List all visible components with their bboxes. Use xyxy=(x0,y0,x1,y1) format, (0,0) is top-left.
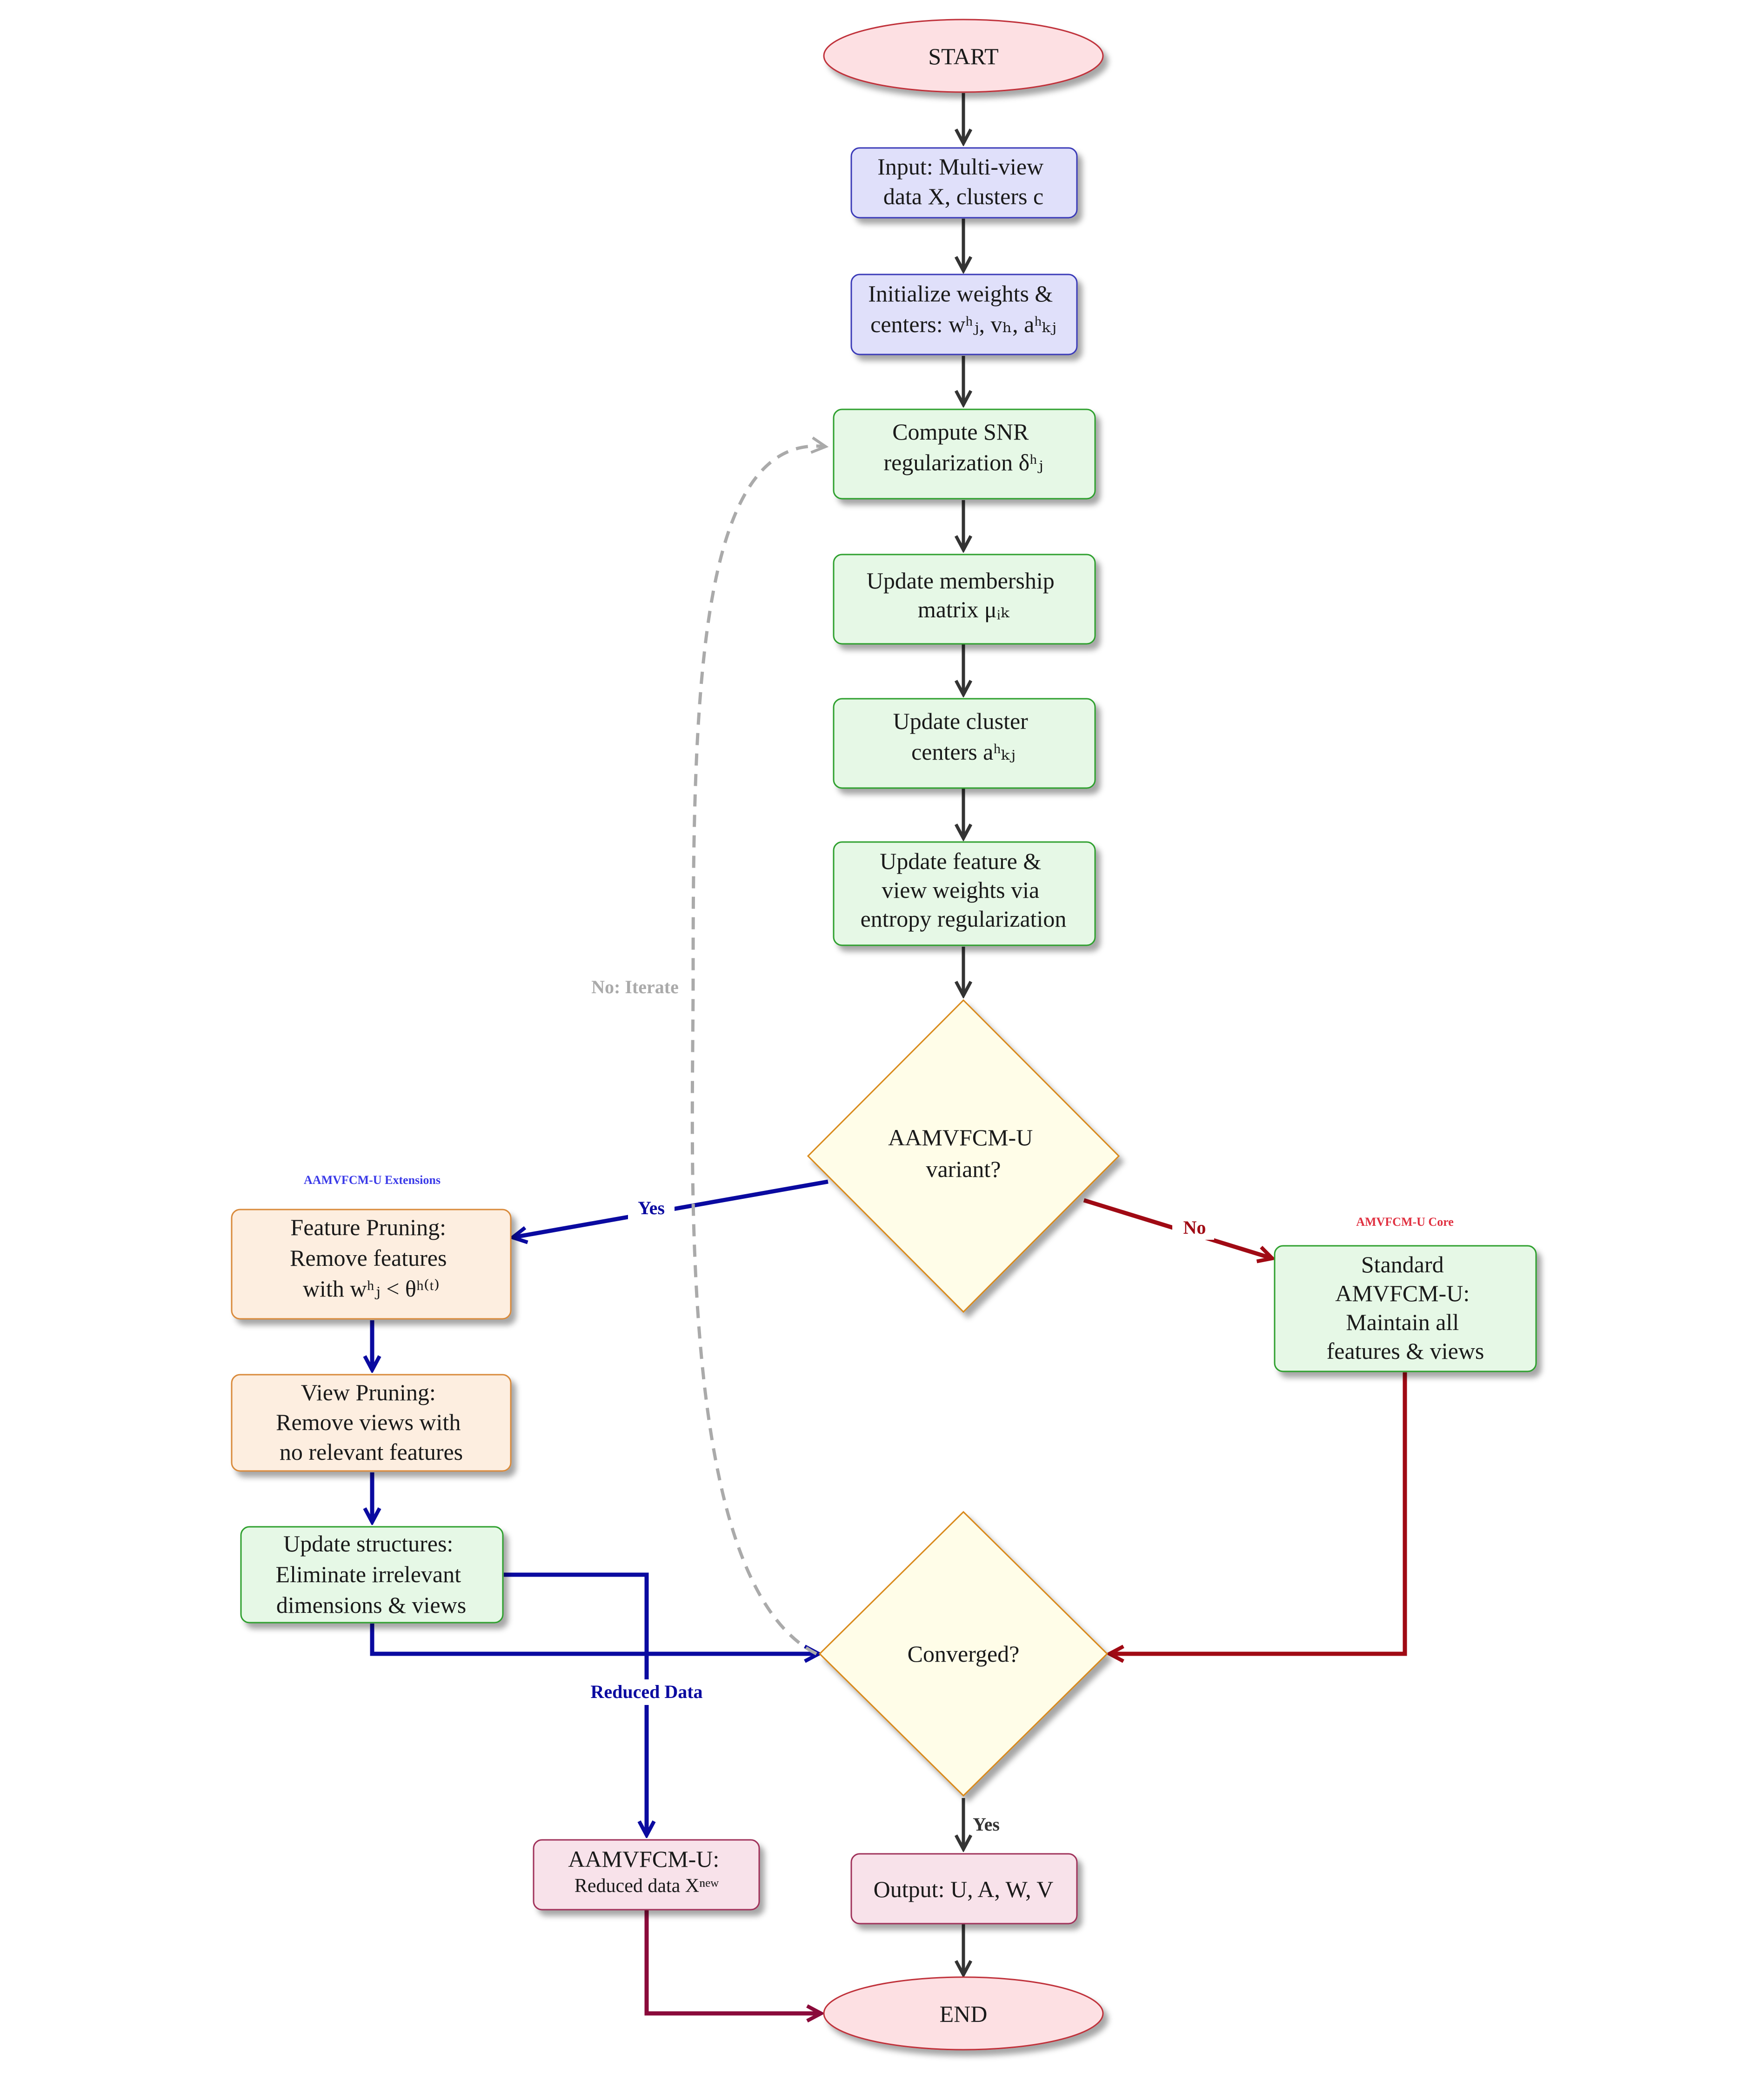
svg-text:AAMVFCM-U: Reduced dat: AAMVFCM-U: Reduced data Xⁿᵉʷ xyxy=(568,1846,725,1897)
svg-text:Standard AMVFCM-U:: Standard AMVFCM-U: Maintain all features… xyxy=(1327,1251,1484,1364)
standard-line-0: Standard xyxy=(1361,1251,1444,1277)
svg-text:Compute SNR regulariza: Compute SNR regularization δʰⱼ xyxy=(884,419,1043,475)
centers-line-0: Update cluster xyxy=(893,708,1029,734)
end-line-0: END xyxy=(940,2001,988,2027)
output-line-0: Output: U, A, W, V xyxy=(874,1876,1054,1902)
weights-line-2: entropy regularization xyxy=(861,906,1067,932)
nodes: START Input: Multi-view data X, clusters… xyxy=(231,19,1537,2051)
snr-line-1: regularization δʰⱼ xyxy=(884,449,1043,475)
edge-iterate-loop xyxy=(690,446,826,1656)
reduced-line-0: AAMVFCM-U: xyxy=(568,1846,719,1872)
svg-text:AAMVFCM-U variant?: AAMVFCM-U variant? xyxy=(888,1124,1039,1182)
no-iterate-label: No: Iterate xyxy=(591,976,679,997)
svg-text:Update cluster centers: Update cluster centers aʰₖⱼ xyxy=(893,708,1034,765)
view-pruning-node: View Pruning: Remove views with no relev… xyxy=(231,1374,512,1472)
feature-pruning-line-1: Remove features xyxy=(290,1245,447,1271)
centers-node: Update cluster centers aʰₖⱼ xyxy=(833,698,1096,789)
edge-labels: Yes No No: Iterate Reduced Data Yes AAMV… xyxy=(304,976,1454,1835)
init-line-0: Initialize weights & xyxy=(868,281,1053,307)
view-pruning-line-0: View Pruning: xyxy=(301,1379,436,1405)
yes-converged-label: Yes xyxy=(973,1814,1000,1835)
weights-line-1: view weights via xyxy=(882,877,1039,903)
centers-line-1: centers aʰₖⱼ xyxy=(911,739,1016,765)
input-node: Input: Multi-view data X, clusters c xyxy=(850,147,1078,219)
edge-update-converged xyxy=(370,1624,819,1654)
variant-decision: AAMVFCM-U variant? xyxy=(807,999,1120,1313)
svg-text:Update structures: Eli: Update structures: Eliminate irrelevant … xyxy=(276,1531,467,1618)
svg-text:Update feature & view: Update feature & view weights via entrop… xyxy=(861,848,1067,932)
init-node: Initialize weights & centers: wʰⱼ, vₕ, a… xyxy=(850,274,1078,355)
snr-line-0: Compute SNR xyxy=(892,419,1029,445)
view-pruning-line-1: Remove views with xyxy=(276,1409,461,1435)
svg-text:Converged?: Converged? xyxy=(908,1641,1020,1667)
weights-node: Update feature & view weights via entrop… xyxy=(833,841,1096,946)
svg-text:Feature Pruning: Remov: Feature Pruning: Remove features with wʰ… xyxy=(290,1214,453,1302)
svg-text:Initialize weights & c: Initialize weights & centers: wʰⱼ, vₕ, a… xyxy=(868,281,1059,337)
edge-standard-converged xyxy=(1109,1372,1407,1654)
no-branch-label: No xyxy=(1183,1217,1206,1238)
edges xyxy=(370,93,1407,2013)
standard-node: Standard AMVFCM-U: Maintain all features… xyxy=(1274,1245,1537,1372)
feature-pruning-node: Feature Pruning: Remove features with wʰ… xyxy=(231,1209,512,1320)
update-structures-line-0: Update structures: xyxy=(283,1531,453,1557)
edge-update-reduced xyxy=(504,1572,647,1835)
reduced-node: AAMVFCM-U: Reduced data Xⁿᵉʷ xyxy=(533,1839,760,1911)
end-node: END xyxy=(823,1976,1104,2051)
start-line-0: START xyxy=(928,43,998,69)
yes-branch-label: Yes xyxy=(638,1197,665,1218)
membership-node: Update membership matrix μᵢₖ xyxy=(833,554,1096,645)
weights-line-0: Update feature & xyxy=(880,848,1041,874)
svg-text:Output: U, A, W, V: Output: U, A, W, V xyxy=(874,1876,1054,1902)
start-node: START xyxy=(823,19,1104,93)
view-pruning-line-2: no relevant features xyxy=(280,1439,463,1465)
update-structures-line-2: dimensions & views xyxy=(276,1592,466,1618)
standard-line-2: Maintain all xyxy=(1346,1309,1459,1335)
converged-line-0: Converged? xyxy=(908,1641,1020,1667)
standard-line-1: AMVFCM-U: xyxy=(1335,1280,1470,1306)
svg-text:View Pruning: Remove v: View Pruning: Remove views with no relev… xyxy=(276,1379,467,1465)
edge-reduced-end xyxy=(644,1910,821,2013)
svg-text:END: END xyxy=(940,2001,988,2027)
input-line-0: Input: Multi-view xyxy=(877,154,1043,180)
variant-line-0: AAMVFCM-U xyxy=(888,1124,1033,1150)
snr-node: Compute SNR regularization δʰⱼ xyxy=(833,408,1096,500)
membership-line-0: Update membership xyxy=(867,568,1055,594)
input-line-1: data X, clusters c xyxy=(883,183,1043,209)
feature-pruning-line-2: with wʰⱼ < θʰ⁽ᵗ⁾ xyxy=(303,1276,440,1302)
membership-line-1: matrix μᵢₖ xyxy=(918,596,1010,622)
output-node: Output: U, A, W, V xyxy=(850,1853,1078,1925)
extensions-label: AAMVFCM-U Extensions xyxy=(304,1173,441,1187)
standard-line-3: features & views xyxy=(1327,1338,1484,1364)
init-line-1: centers: wʰⱼ, vₕ, aʰₖⱼ xyxy=(870,311,1056,337)
svg-text:START: START xyxy=(928,43,998,69)
reduced-data-label: Reduced Data xyxy=(590,1681,702,1702)
core-label: AMVFCM-U Core xyxy=(1356,1215,1454,1229)
variant-line-1: variant? xyxy=(926,1156,1001,1182)
svg-text:Update membership matr: Update membership matrix μᵢₖ xyxy=(867,568,1061,622)
reduced-line-1: Reduced data Xⁿᵉʷ xyxy=(575,1875,719,1897)
converged-decision: Converged? xyxy=(818,1511,1109,1797)
svg-text:Input: Multi-view dat: Input: Multi-view data X, clusters c xyxy=(877,154,1049,209)
feature-pruning-line-0: Feature Pruning: xyxy=(290,1214,446,1240)
update-structures-node: Update structures: Eliminate irrelevant … xyxy=(240,1526,504,1624)
update-structures-line-1: Eliminate irrelevant xyxy=(276,1561,461,1587)
